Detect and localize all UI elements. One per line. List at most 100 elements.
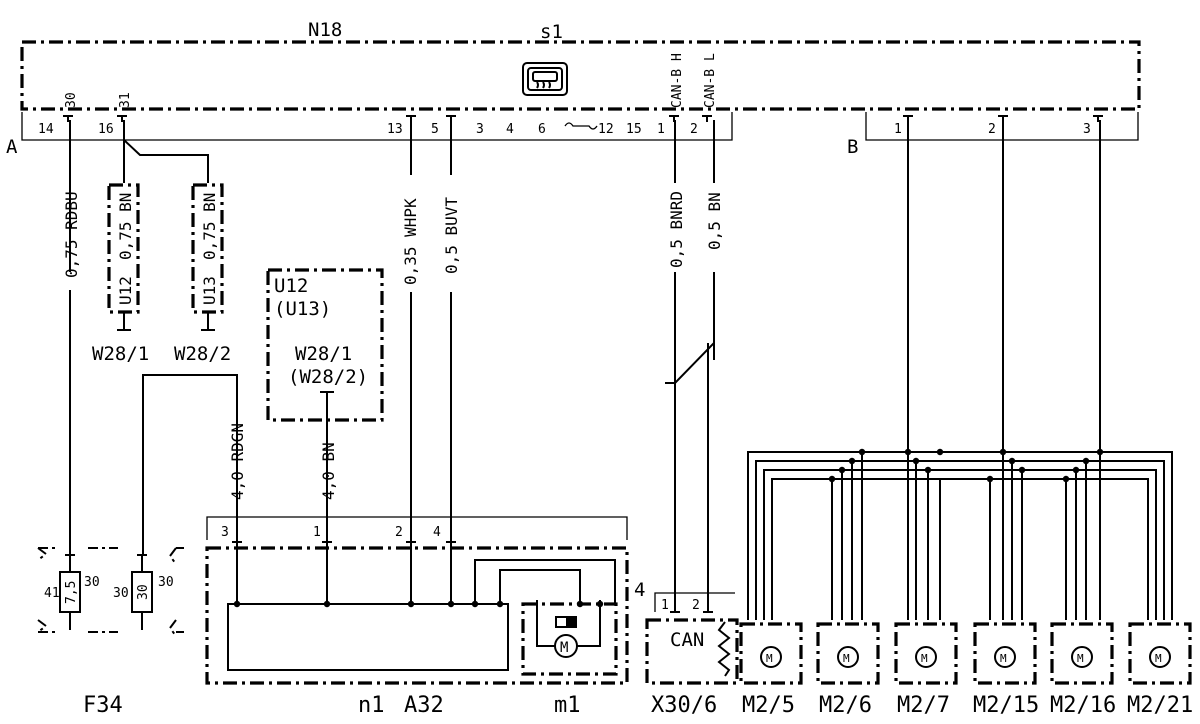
svg-text:M: M [1077, 652, 1084, 665]
ground-label-u13: U13 [200, 276, 219, 305]
ground-stubs [117, 312, 215, 331]
reference-box [266, 268, 384, 422]
svg-text:M: M [1000, 652, 1007, 665]
actuator-m2-5: M [739, 622, 803, 685]
fuse-pin-41: 41 [44, 586, 60, 601]
wire-label-bn-right: 0,75 BN [200, 193, 219, 260]
a32-bracket [206, 516, 628, 540]
svg-text:M: M [1155, 652, 1162, 665]
fuse-value-30: 30 [136, 584, 151, 600]
can-bracket [654, 592, 735, 612]
pin-a-4: 4 [506, 122, 514, 137]
label-f34: F34 [83, 693, 123, 718]
pin-a-2: 2 [690, 122, 698, 137]
a32-pin-3: 3 [221, 525, 229, 540]
fuse-block-f34 [37, 547, 184, 637]
fuse-pin-30-b: 30 [158, 575, 174, 590]
ref-line-2: (U13) [274, 298, 331, 320]
ground-w28-2: W28/2 [174, 343, 231, 365]
actuator-m2-6: M [816, 622, 880, 685]
label-x30-6: X30/6 [651, 693, 717, 718]
pin-b-3: 3 [1083, 122, 1091, 137]
fuse-pin-30-a: 30 [84, 575, 100, 590]
actuator-motor-icon [1071, 646, 1093, 668]
twisted-pair-symbol [564, 122, 598, 130]
pin-b-2: 2 [988, 122, 996, 137]
wire-label-rdbu: 0,75 RDBU [62, 191, 81, 278]
actuator-bus [747, 451, 1173, 620]
label-a32: A32 [404, 693, 444, 718]
label-m2-7: M2/7 [897, 693, 950, 718]
pin-a-14: 14 [38, 122, 54, 137]
label-n1: n1 [358, 693, 385, 718]
pin-a-3: 3 [476, 122, 484, 137]
n18-module-box [20, 40, 1141, 111]
actuator-m2-21: M [1128, 622, 1192, 685]
ground-label-u12: U12 [116, 276, 135, 305]
pin-a-12: 12 [598, 122, 614, 137]
s1-label: s1 [540, 21, 563, 43]
can-label: CAN [670, 629, 704, 651]
a32-module-box [205, 546, 629, 685]
svg-text:M: M [921, 652, 928, 665]
can-block-x30-6 [645, 618, 739, 685]
pin-a-5: 5 [431, 122, 439, 137]
connector-a-bracket [21, 112, 733, 141]
actuator-motor-icon [837, 646, 859, 668]
ref-line-1: U12 [274, 275, 308, 297]
actuator-m2-15: M [973, 622, 1037, 685]
ref-line-3: W28/1 [295, 343, 352, 365]
wire-label-buvt: 0,5 BUVT [442, 197, 461, 274]
label-m2-15: M2/15 [973, 693, 1039, 718]
can-pin-1: 1 [661, 598, 669, 613]
a32-internal-wiring [227, 541, 616, 671]
wire-label-bn-4: 4,0 BN [319, 442, 338, 500]
ref-line-4: (W28/2) [288, 366, 368, 388]
pin-tag-can-l: CAN-B L [703, 53, 718, 108]
fuse-value-7-5: 7,5 [64, 581, 79, 604]
ground-w28-1: W28/1 [92, 343, 149, 365]
connector-b-label: B [847, 136, 858, 158]
pin-a-16: 16 [98, 122, 114, 137]
pin-a-1: 1 [657, 122, 665, 137]
actuator-motor-icon [994, 646, 1016, 668]
pin-a-15: 15 [626, 122, 642, 137]
label-m2-5: M2/5 [742, 693, 795, 718]
pin-b-1: 1 [894, 122, 902, 137]
can-pin-2: 2 [692, 598, 700, 613]
n18-label: N18 [308, 19, 342, 41]
actuator-m2-7: M [894, 622, 958, 685]
wire-label-bnrd: 0,5 BNRD [667, 191, 686, 268]
actuator-m2-16: M [1050, 622, 1114, 685]
ref-box-wire [320, 391, 334, 545]
svg-text:M: M [560, 640, 568, 656]
wire-label-whpk: 0,35 WHPK [401, 198, 420, 285]
a32-pin-1: 1 [313, 525, 321, 540]
pin-tag-can-h: CAN-B H [670, 53, 685, 108]
svg-text:M: M [766, 652, 773, 665]
rdgn-wire [142, 374, 238, 555]
m1-motor-box [521, 602, 618, 676]
a32-pin-4: 4 [433, 525, 441, 540]
pin-tag-30: 30 [64, 92, 79, 108]
svg-text:M: M [843, 652, 850, 665]
fuse-pin-30-left: 30 [113, 586, 129, 601]
module-wires [69, 120, 1101, 612]
a32-side-pin: 4 [634, 579, 645, 601]
motor-icon: M [536, 600, 601, 658]
wire-label-bn-left: 0,75 BN [116, 193, 135, 260]
label-m1: m1 [554, 693, 581, 718]
a32-pin-2: 2 [395, 525, 403, 540]
module-pin-stubs [63, 115, 1103, 122]
pin-tag-31: 31 [118, 92, 133, 108]
wire-label-rdgn: 4,0 RDGN [228, 423, 247, 500]
actuator-motor-icon [760, 646, 782, 668]
actuator-bus-dots [828, 448, 1104, 483]
actuator-motor-icon [915, 646, 937, 668]
connector-a-label: A [6, 136, 18, 158]
actuator-motor-icon [1149, 646, 1171, 668]
wire-label-bn-can: 0,5 BN [705, 192, 724, 250]
pin-a-13: 13 [387, 122, 403, 137]
label-m2-6: M2/6 [819, 693, 872, 718]
